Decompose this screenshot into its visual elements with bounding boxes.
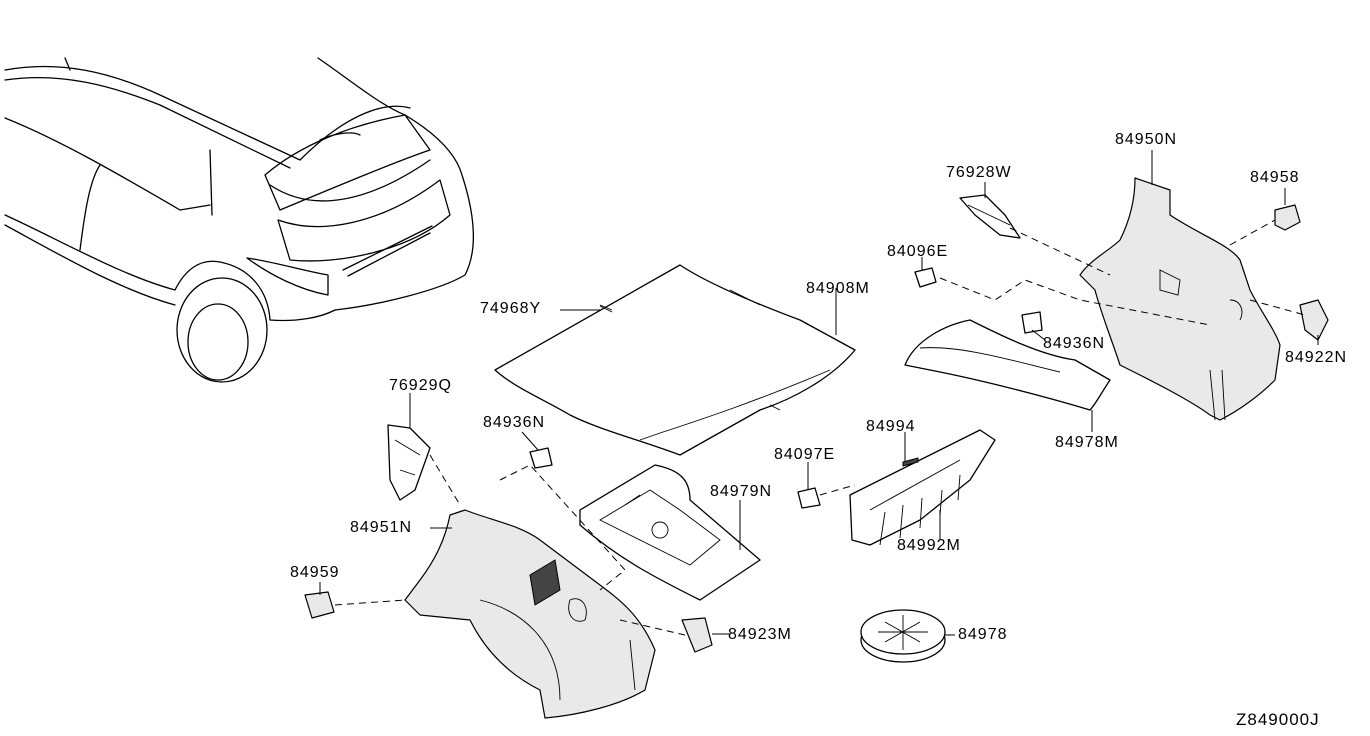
label-84951N: 84951N bbox=[350, 519, 413, 536]
label-84922N: 84922N bbox=[1285, 349, 1348, 366]
rear-sill bbox=[904, 319, 1111, 411]
label-84959: 84959 bbox=[290, 564, 340, 581]
rear-tray bbox=[579, 464, 761, 601]
label-76928W: 76928W bbox=[946, 164, 1012, 181]
label-84992M: 84992M bbox=[897, 537, 961, 554]
label-84994: 84994 bbox=[866, 418, 916, 435]
bumper-trim bbox=[849, 429, 996, 546]
label-84936N-left: 84936N bbox=[483, 414, 546, 431]
leader-lines bbox=[319, 150, 1319, 636]
label-84936N-right: 84936N bbox=[1043, 335, 1106, 352]
label-84978M: 84978M bbox=[1055, 434, 1119, 451]
right-side-trim bbox=[1079, 177, 1281, 421]
label-84923M: 84923M bbox=[728, 626, 792, 643]
label-84097E: 84097E bbox=[774, 446, 836, 463]
small-parts bbox=[304, 194, 1329, 663]
label-84978: 84978 bbox=[958, 626, 1008, 643]
label-84979N: 84979N bbox=[710, 483, 773, 500]
label-74968Y: 74968Y bbox=[480, 300, 542, 317]
vehicle-outline bbox=[4, 57, 475, 383]
left-side-trim bbox=[404, 509, 656, 719]
floor-board bbox=[494, 264, 856, 456]
label-84958: 84958 bbox=[1250, 169, 1300, 186]
label-84096E: 84096E bbox=[887, 243, 949, 260]
label-76929Q: 76929Q bbox=[389, 377, 452, 394]
label-84950N: 84950N bbox=[1115, 131, 1178, 148]
diagram-code: Z849000J bbox=[1236, 710, 1320, 729]
label-84908M: 84908M bbox=[806, 280, 870, 297]
assembly-dashed-lines bbox=[334, 219, 1306, 636]
